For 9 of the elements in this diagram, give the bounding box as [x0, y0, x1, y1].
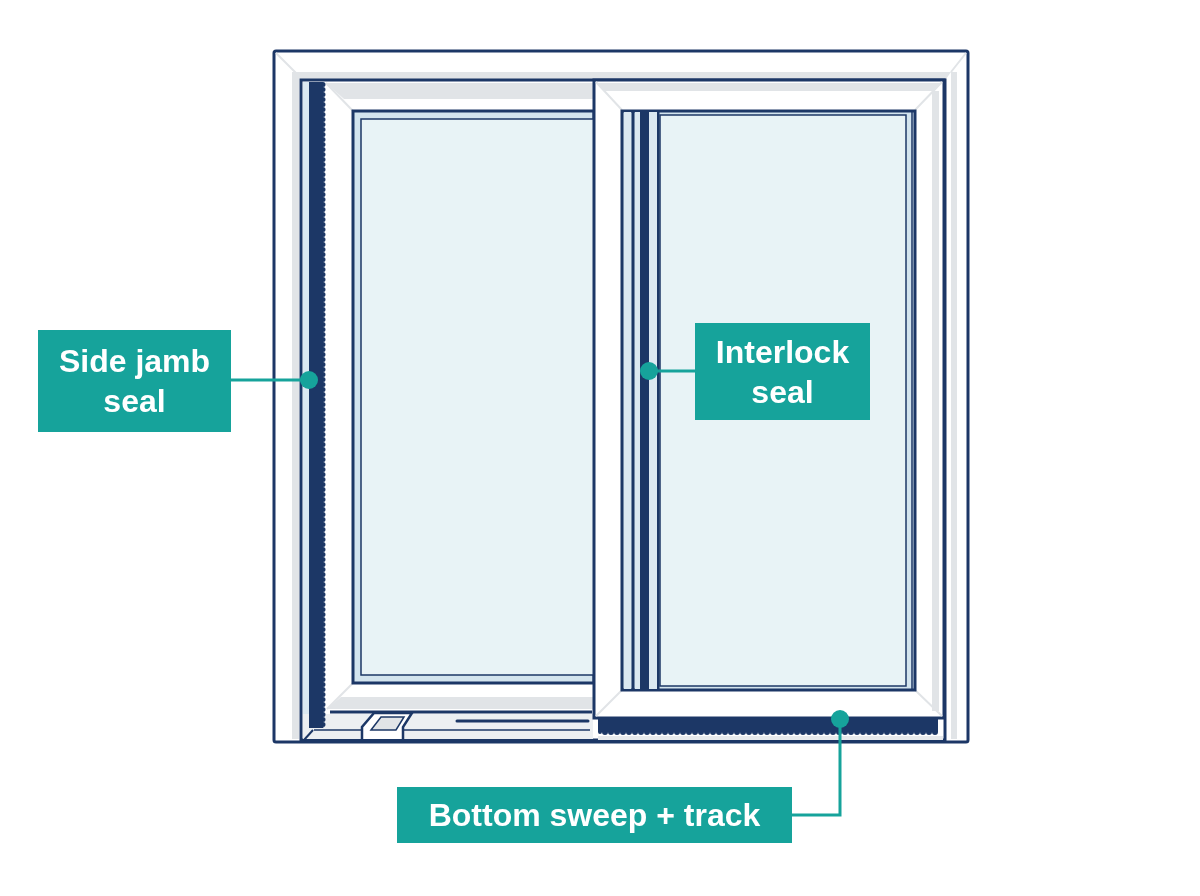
leader-line: [231, 371, 318, 389]
callout-label: Interlock seal: [695, 323, 870, 420]
leader-line: [640, 362, 695, 380]
seal-strip: [309, 82, 326, 728]
sweep-strip: [598, 719, 938, 735]
callout-label: Bottom sweep + track: [397, 787, 792, 843]
leader-line: [792, 710, 849, 817]
callout-label: Side jamb seal: [38, 330, 231, 432]
interlock-strip: [640, 112, 649, 689]
